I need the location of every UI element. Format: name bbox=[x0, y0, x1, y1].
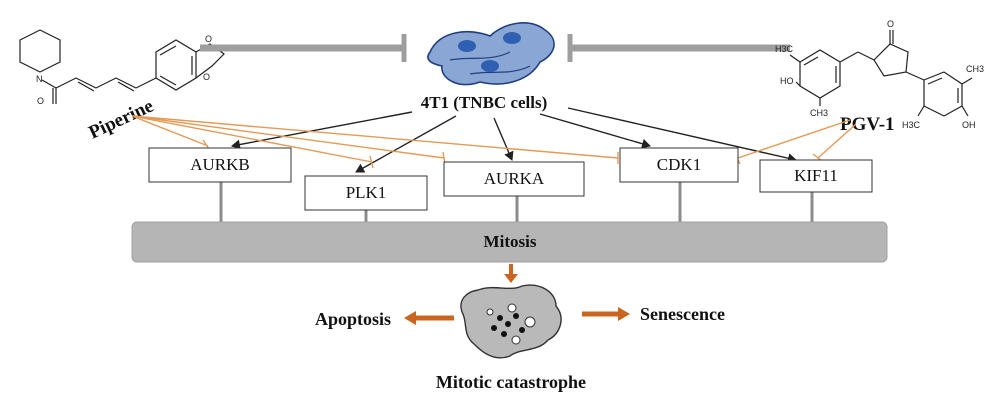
pgv1-methyl-label: H3C bbox=[775, 44, 794, 54]
senescence-arrow-icon bbox=[582, 307, 630, 321]
down-arrow-icon bbox=[504, 264, 518, 283]
gene-box-plk1 bbox=[304, 175, 428, 211]
mitosis-label: Mitosis bbox=[484, 232, 537, 251]
mitotic-catastrophe-cell-icon bbox=[460, 284, 562, 359]
apoptosis-arrow-icon bbox=[404, 311, 454, 325]
pgv1-methyl-label-4: H3C bbox=[902, 120, 921, 130]
pgv1-hydroxyl-label: HO bbox=[780, 76, 794, 86]
piperine-structure-icon: N O O O bbox=[19, 29, 225, 106]
gene-box-aurkb bbox=[148, 147, 292, 183]
piperine-nitrogen-label: N bbox=[36, 74, 43, 84]
pgv1-inhibition-bar bbox=[567, 34, 790, 62]
pgv1-structure-icon: H3C HO CH3 O CH3 OH H3C bbox=[775, 19, 984, 130]
pgv1-oxygen-label: O bbox=[887, 19, 894, 29]
pgv1-methyl-label-2: CH3 bbox=[810, 108, 828, 118]
senescence-label: Senescence bbox=[640, 304, 725, 324]
gene-box-aurka bbox=[443, 161, 585, 197]
piperine-label: Piperine bbox=[86, 95, 157, 143]
mitotic-catastrophe-label: Mitotic catastrophe bbox=[436, 372, 586, 392]
pgv1-gene-inhibitions bbox=[734, 119, 857, 165]
pgv1-hydroxyl-label-2: OH bbox=[962, 120, 976, 130]
gene-label-aurkb: AURKB bbox=[190, 155, 250, 174]
pgv1-methyl-label-3: CH3 bbox=[966, 64, 984, 74]
piperine-oxygen-label: O bbox=[37, 96, 44, 106]
pgv1-label: PGV-1 bbox=[840, 114, 895, 135]
piperine-inhibition-bar bbox=[200, 34, 407, 62]
gene-label-aurka: AURKA bbox=[484, 169, 545, 188]
gene-box-kif11 bbox=[759, 159, 873, 193]
mitosis-bar bbox=[131, 221, 888, 263]
piperine-oxygen-label-3: O bbox=[203, 72, 210, 82]
gene-box-cdk1 bbox=[619, 147, 739, 183]
gene-label-cdk1: CDK1 bbox=[657, 155, 701, 174]
piperine-oxygen-label-2: O bbox=[205, 34, 212, 44]
cell-line-label: 4T1 (TNBC cells) bbox=[421, 93, 548, 112]
tnbc-cells-icon bbox=[427, 22, 555, 86]
gene-label-plk1: PLK1 bbox=[346, 183, 387, 202]
apoptosis-label: Apoptosis bbox=[315, 309, 391, 329]
gene-label-kif11: KIF11 bbox=[794, 166, 838, 185]
